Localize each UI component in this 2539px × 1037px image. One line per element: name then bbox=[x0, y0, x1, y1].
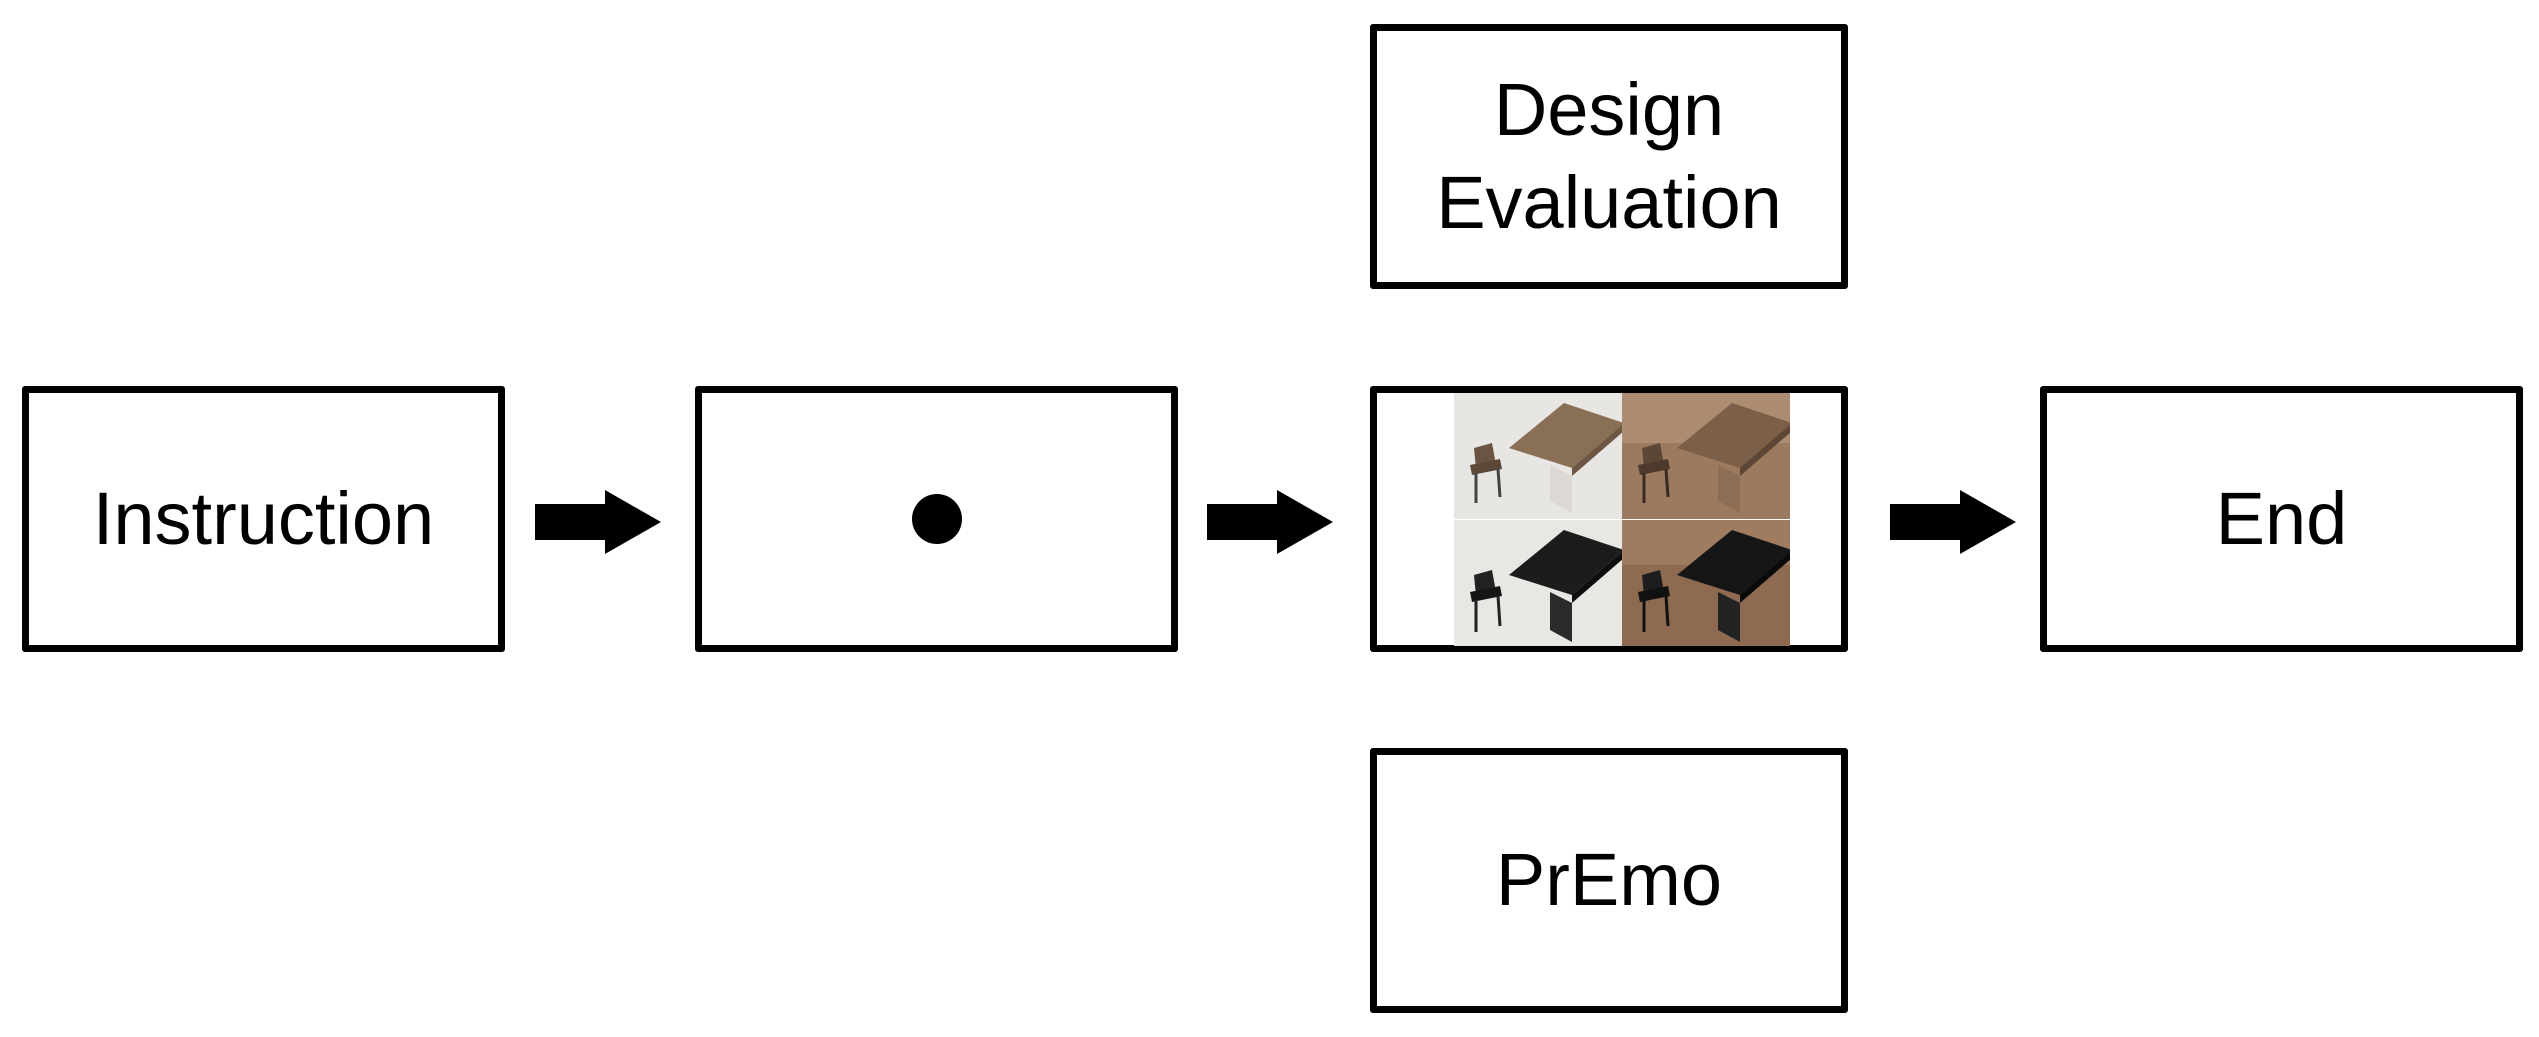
stimulus-image bbox=[1454, 393, 1622, 520]
right-arrow-icon bbox=[535, 490, 661, 554]
design-evaluation-line2: Evaluation bbox=[1436, 160, 1782, 244]
stimulus-image-grid bbox=[1454, 393, 1790, 646]
end-box: End bbox=[2040, 386, 2523, 652]
instruction-box: Instruction bbox=[22, 386, 505, 652]
instruction-label: Instruction bbox=[92, 476, 435, 560]
premo-box: PrEmo bbox=[1370, 748, 1848, 1013]
end-label: End bbox=[2215, 476, 2348, 560]
stimulus-image bbox=[1454, 519, 1622, 646]
premo-label: PrEmo bbox=[1495, 838, 1723, 922]
right-arrow-icon bbox=[1207, 490, 1333, 554]
design-evaluation-line1: Design bbox=[1493, 68, 1725, 151]
stimulus-image bbox=[1622, 519, 1790, 646]
design-evaluation-label: Design Evaluation bbox=[1436, 64, 1782, 249]
stimulus-image bbox=[1622, 393, 1790, 520]
design-evaluation-box: Design Evaluation bbox=[1370, 24, 1848, 289]
stimulus-box bbox=[1370, 386, 1848, 652]
fixation-box bbox=[695, 386, 1178, 652]
right-arrow-icon bbox=[1890, 490, 2016, 554]
fixation-dot-icon bbox=[911, 494, 962, 544]
